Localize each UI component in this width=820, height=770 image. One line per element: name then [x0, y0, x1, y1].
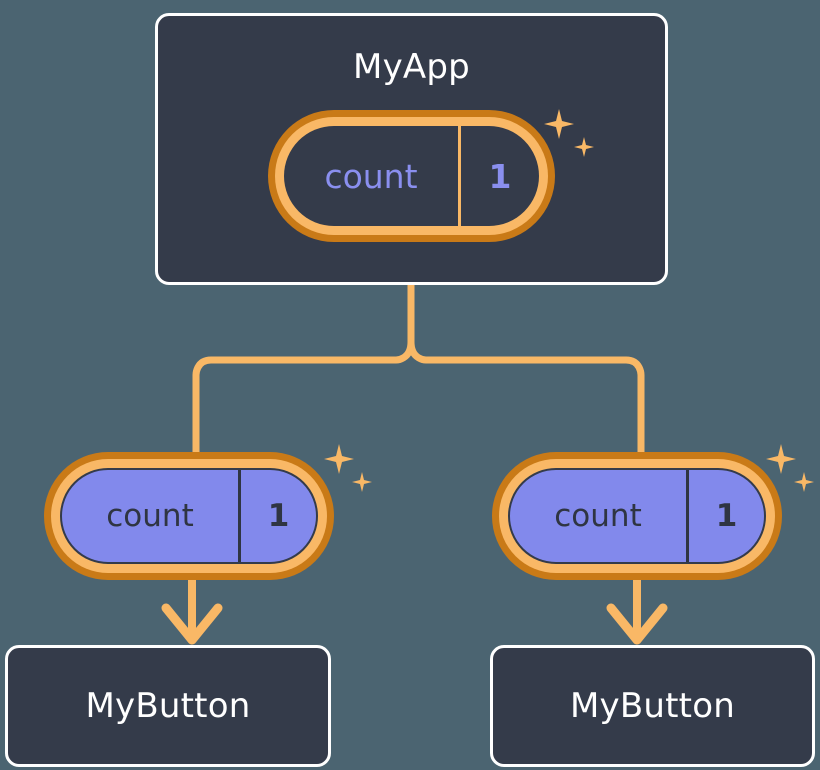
- state-pill-child-right[interactable]: count 1: [492, 452, 782, 580]
- state-value: 1: [488, 156, 512, 196]
- state-divider: [458, 126, 461, 226]
- state-value: 1: [267, 497, 290, 534]
- component-title: MyApp: [353, 47, 470, 87]
- state-pill-ring: count 1: [51, 459, 327, 573]
- state-value: 1: [715, 497, 738, 534]
- component-title: MyButton: [570, 686, 735, 726]
- state-pill-body: count 1: [60, 468, 318, 564]
- state-pill-ring: count 1: [499, 459, 775, 573]
- arrow-left-pill-to-button: [161, 580, 223, 645]
- state-pill-body: count 1: [284, 126, 539, 226]
- state-pill-myapp[interactable]: count 1: [268, 110, 555, 242]
- component-box-mybutton-left[interactable]: MyButton: [5, 645, 331, 767]
- sparkle-icon: [794, 472, 814, 492]
- connector-tree-right: [407, 281, 645, 456]
- arrow-right-pill-to-button: [606, 580, 668, 645]
- state-key: count: [554, 497, 642, 534]
- sparkle-icon: [324, 444, 354, 474]
- state-divider: [686, 470, 689, 562]
- state-pill-child-left[interactable]: count 1: [44, 452, 334, 580]
- sparkle-icon: [766, 444, 796, 474]
- component-title: MyButton: [85, 686, 251, 726]
- component-box-mybutton-right[interactable]: MyButton: [490, 645, 815, 767]
- state-pill-body: count 1: [508, 468, 766, 564]
- state-key: count: [106, 497, 194, 534]
- connector-tree: [192, 281, 415, 456]
- sparkle-icon: [352, 472, 372, 492]
- state-pill-ring: count 1: [275, 117, 548, 235]
- state-key: count: [324, 156, 418, 196]
- state-divider: [238, 470, 241, 562]
